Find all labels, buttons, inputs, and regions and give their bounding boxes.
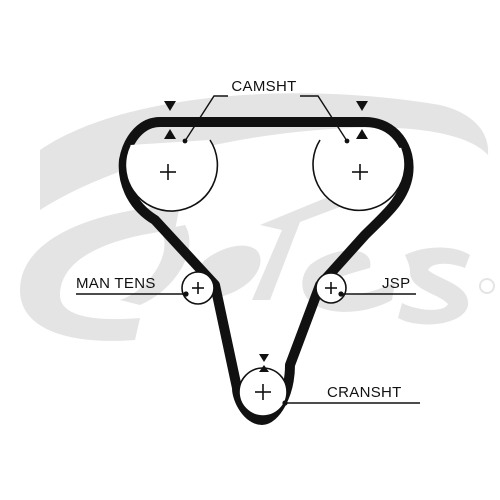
gates-logo-watermark — [20, 93, 495, 341]
jockey-pulley-label: JSP — [382, 275, 410, 292]
triangle-timing-mark-icon — [356, 101, 368, 111]
timing-belt — [118, 117, 414, 425]
crankshaft-label: CRANSHT — [327, 384, 402, 401]
timing-marks — [164, 101, 368, 372]
triangle-timing-mark-icon — [259, 354, 269, 362]
triangle-timing-mark-icon — [164, 129, 176, 139]
crankshaft-pulley — [238, 367, 288, 417]
left-camshaft-pulley — [124, 139, 219, 212]
leader-lines — [76, 95, 420, 404]
camshaft-leader-left — [184, 95, 228, 142]
triangle-timing-mark-icon — [164, 101, 176, 111]
jockey-pulley — [315, 272, 347, 304]
camshaft-leader-right — [300, 95, 348, 142]
triangle-timing-mark-icon — [259, 365, 269, 372]
camshaft-label: CAMSHT — [231, 78, 296, 95]
manual-tensioner-label: MAN TENS — [76, 275, 156, 292]
manual-tensioner-pulley — [181, 271, 215, 305]
triangle-timing-mark-icon — [356, 129, 368, 139]
right-camshaft-pulley — [312, 139, 406, 212]
